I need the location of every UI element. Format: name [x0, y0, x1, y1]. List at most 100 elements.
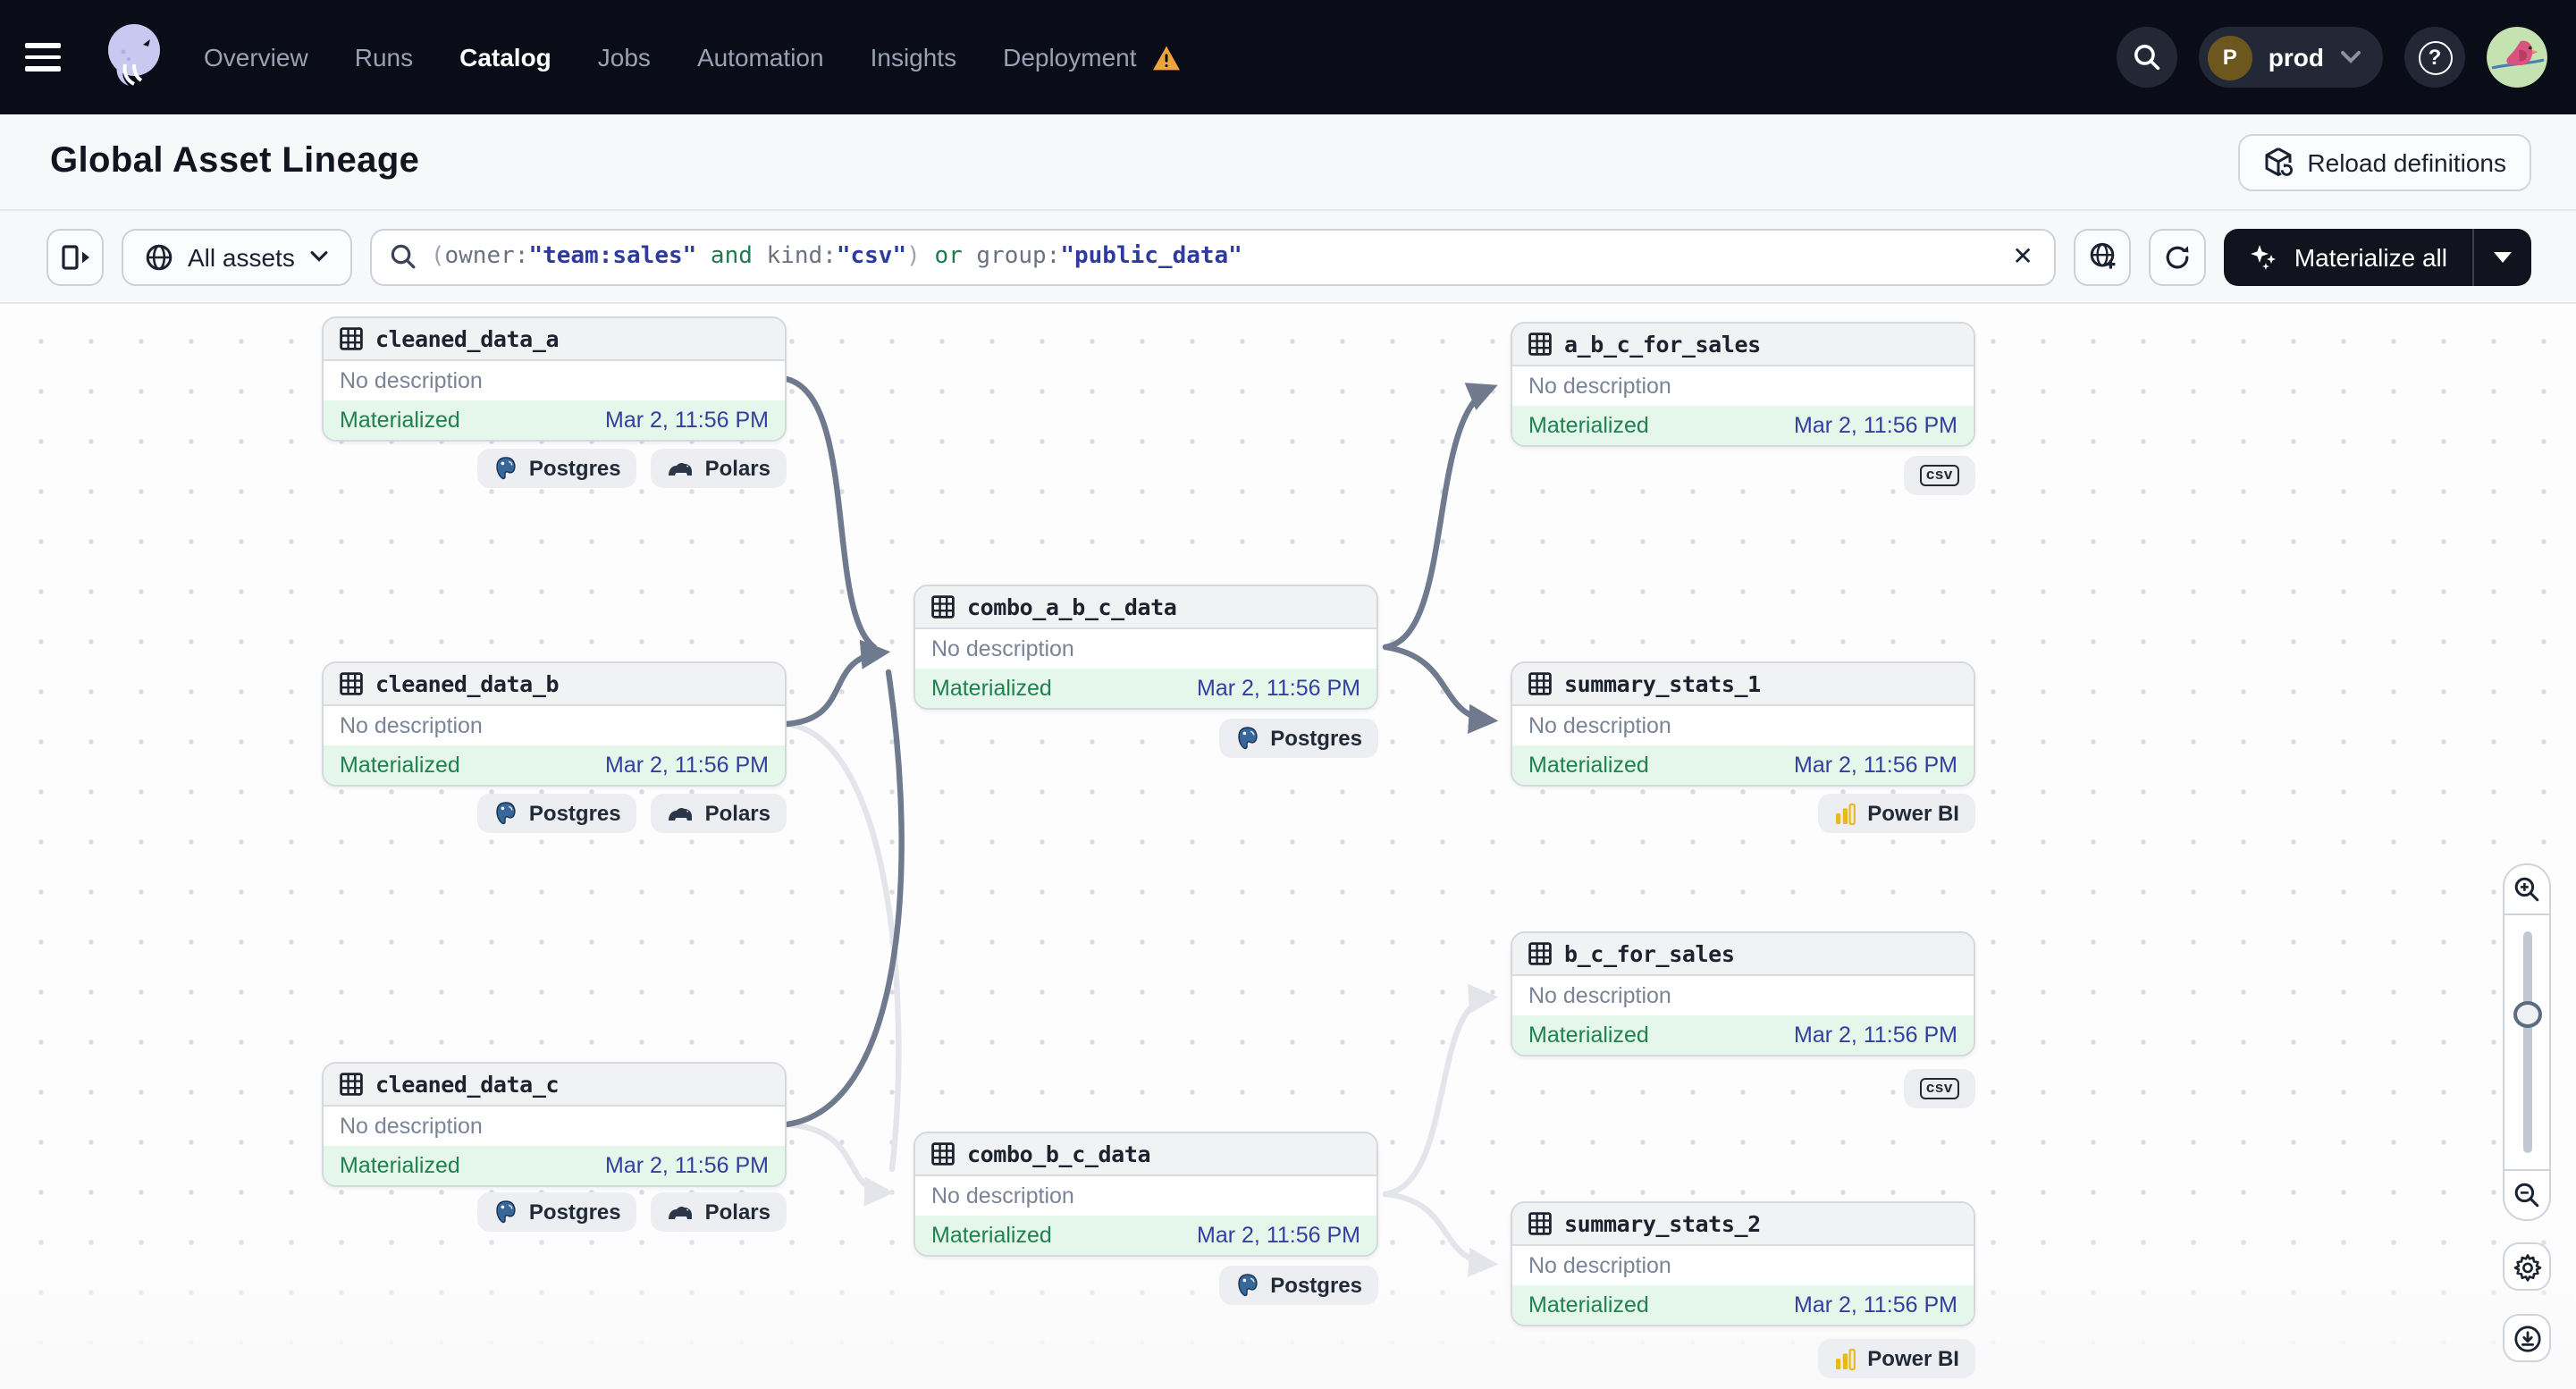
zoom-widget	[2503, 863, 2551, 1221]
download-icon	[2513, 1324, 2541, 1352]
download-image-button[interactable]	[2503, 1314, 2551, 1362]
asset-node-summary-stats-1[interactable]: summary_stats_1 No description Materiali…	[1511, 661, 1975, 787]
status-label: Materialized	[340, 408, 460, 433]
clear-search-icon[interactable]: ✕	[2012, 241, 2033, 270]
status-label: Materialized	[931, 1223, 1052, 1248]
tag-powerbi[interactable]: Power BI	[1817, 794, 1975, 833]
zoom-in-button[interactable]	[2504, 865, 2549, 913]
help-button[interactable]: ?	[2404, 27, 2465, 88]
asset-node-cleaned-data-a[interactable]: cleaned_data_a No description Materializ…	[322, 316, 787, 442]
asset-node-bc-for-sales[interactable]: b_c_for_sales No description Materialize…	[1511, 931, 1975, 1056]
user-avatar[interactable]	[2487, 27, 2547, 88]
status-timestamp: Mar 2, 11:56 PM	[1197, 1223, 1360, 1248]
status-label: Materialized	[1528, 753, 1649, 778]
table-icon	[340, 1073, 363, 1096]
asset-name: b_c_for_sales	[1564, 940, 1735, 967]
chevron-down-icon	[2340, 50, 2361, 64]
tag-powerbi[interactable]: Power BI	[1817, 1339, 1975, 1378]
polars-icon	[668, 1202, 695, 1222]
asset-status-row: Materialized Mar 2, 11:56 PM	[1512, 745, 1974, 785]
edge-a-to-combo-abc	[783, 375, 878, 651]
asset-node-abc-for-sales[interactable]: a_b_c_for_sales No description Materiali…	[1511, 322, 1975, 447]
asset-tags-row: csv	[1511, 1069, 1975, 1108]
nav-item-runs[interactable]: Runs	[354, 43, 414, 72]
zoom-out-button[interactable]	[2504, 1171, 2549, 1219]
asset-node-cleaned-data-b[interactable]: cleaned_data_b No description Materializ…	[322, 661, 787, 787]
zoom-slider-thumb[interactable]	[2513, 1001, 2541, 1028]
nav-item-catalog[interactable]: Catalog	[459, 43, 551, 72]
status-timestamp: Mar 2, 11:56 PM	[605, 1153, 769, 1178]
tag-polars[interactable]: Polars	[651, 1192, 787, 1232]
page-header: Global Asset Lineage Reload definitions	[0, 114, 2576, 211]
nav-item-deployment[interactable]: Deployment	[1003, 43, 1181, 72]
tag-postgres[interactable]: Postgres	[476, 794, 637, 833]
tag-csv[interactable]: csv	[1903, 456, 1975, 495]
asset-node-summary-stats-2[interactable]: summary_stats_2 No description Materiali…	[1511, 1201, 1975, 1326]
asset-description: No description	[1512, 706, 1974, 745]
tag-postgres[interactable]: Postgres	[1218, 719, 1378, 758]
lineage-toolbar: All assets (owner:"team:sales" and kind:…	[0, 211, 2576, 304]
asset-description: No description	[324, 1107, 785, 1146]
table-icon	[1528, 672, 1552, 695]
table-icon	[1528, 333, 1552, 356]
deployment-switcher[interactable]: P prod	[2198, 27, 2383, 88]
table-icon	[340, 327, 363, 350]
edge-combo-abc-to-abc-sales	[1382, 383, 1498, 651]
zoom-in-icon	[2513, 876, 2540, 903]
asset-tags-row: Postgres	[913, 719, 1378, 758]
search-button[interactable]	[2116, 27, 2177, 88]
table-icon	[1528, 1212, 1552, 1235]
asset-description: No description	[1512, 1246, 1974, 1285]
asset-search-input[interactable]: (owner:"team:sales" and kind:"csv") or g…	[369, 228, 2057, 285]
status-timestamp: Mar 2, 11:56 PM	[605, 753, 769, 778]
tag-polars[interactable]: Polars	[651, 449, 787, 488]
asset-status-row: Materialized Mar 2, 11:56 PM	[1512, 1285, 1974, 1325]
zoom-slider[interactable]	[2504, 913, 2549, 1171]
tag-postgres[interactable]: Postgres	[476, 1192, 637, 1232]
split-button-divider	[2472, 228, 2474, 285]
asset-status-row: Materialized Mar 2, 11:56 PM	[915, 1216, 1376, 1255]
asset-scope-dropdown[interactable]: All assets	[122, 228, 352, 285]
asset-description: No description	[915, 629, 1376, 669]
asset-node-combo-bc-data[interactable]: combo_b_c_data No description Materializ…	[913, 1132, 1378, 1257]
refresh-button[interactable]	[2149, 228, 2207, 285]
asset-status-row: Materialized Mar 2, 11:56 PM	[324, 1146, 785, 1185]
asset-description: No description	[1512, 366, 1974, 406]
menu-icon[interactable]	[25, 30, 79, 84]
tag-csv[interactable]: csv	[1903, 1069, 1975, 1108]
zoom-out-icon	[2513, 1182, 2540, 1208]
open-sidebar-button[interactable]	[46, 228, 104, 285]
nav-item-automation[interactable]: Automation	[696, 43, 824, 72]
status-timestamp: Mar 2, 11:56 PM	[1794, 753, 1957, 778]
zoom-slider-track[interactable]	[2522, 931, 2531, 1153]
asset-tags-row: Postgres Polars	[322, 1192, 787, 1232]
lineage-canvas[interactable]: cleaned_data_a No description Materializ…	[0, 304, 2576, 1389]
refresh-icon	[2164, 242, 2193, 271]
tag-postgres[interactable]: Postgres	[476, 449, 637, 488]
asset-node-combo-abc-data[interactable]: combo_a_b_c_data No description Material…	[913, 585, 1378, 710]
gear-icon	[2513, 1252, 2541, 1281]
materialize-all-button[interactable]: Materialize all	[2225, 228, 2472, 285]
asset-node-cleaned-data-c[interactable]: cleaned_data_c No description Materializ…	[322, 1062, 787, 1187]
asset-tags-row: Power BI	[1511, 794, 1975, 833]
materialize-options-button[interactable]	[2474, 228, 2531, 285]
tag-postgres[interactable]: Postgres	[1218, 1266, 1378, 1305]
asset-name: cleaned_data_b	[375, 670, 560, 697]
nav-item-insights[interactable]: Insights	[870, 43, 957, 72]
graph-settings-button[interactable]	[2503, 1242, 2551, 1291]
powerbi-icon	[1833, 802, 1856, 825]
search-icon	[2133, 43, 2161, 72]
table-icon	[931, 595, 955, 619]
asset-status-row: Materialized Mar 2, 11:56 PM	[324, 400, 785, 440]
polars-icon	[668, 804, 695, 823]
nav-item-overview[interactable]: Overview	[204, 43, 308, 72]
globe-icon	[145, 242, 173, 271]
status-timestamp: Mar 2, 11:56 PM	[1197, 676, 1360, 701]
edge-c-to-combo-bc	[783, 1121, 895, 1207]
nav-item-jobs[interactable]: Jobs	[597, 43, 651, 72]
graph-scope-button[interactable]	[2074, 228, 2132, 285]
reload-definitions-button[interactable]: Reload definitions	[2237, 133, 2531, 190]
dagster-logo-icon[interactable]	[100, 21, 164, 93]
tag-polars[interactable]: Polars	[651, 794, 787, 833]
postgres-icon	[1234, 726, 1259, 751]
